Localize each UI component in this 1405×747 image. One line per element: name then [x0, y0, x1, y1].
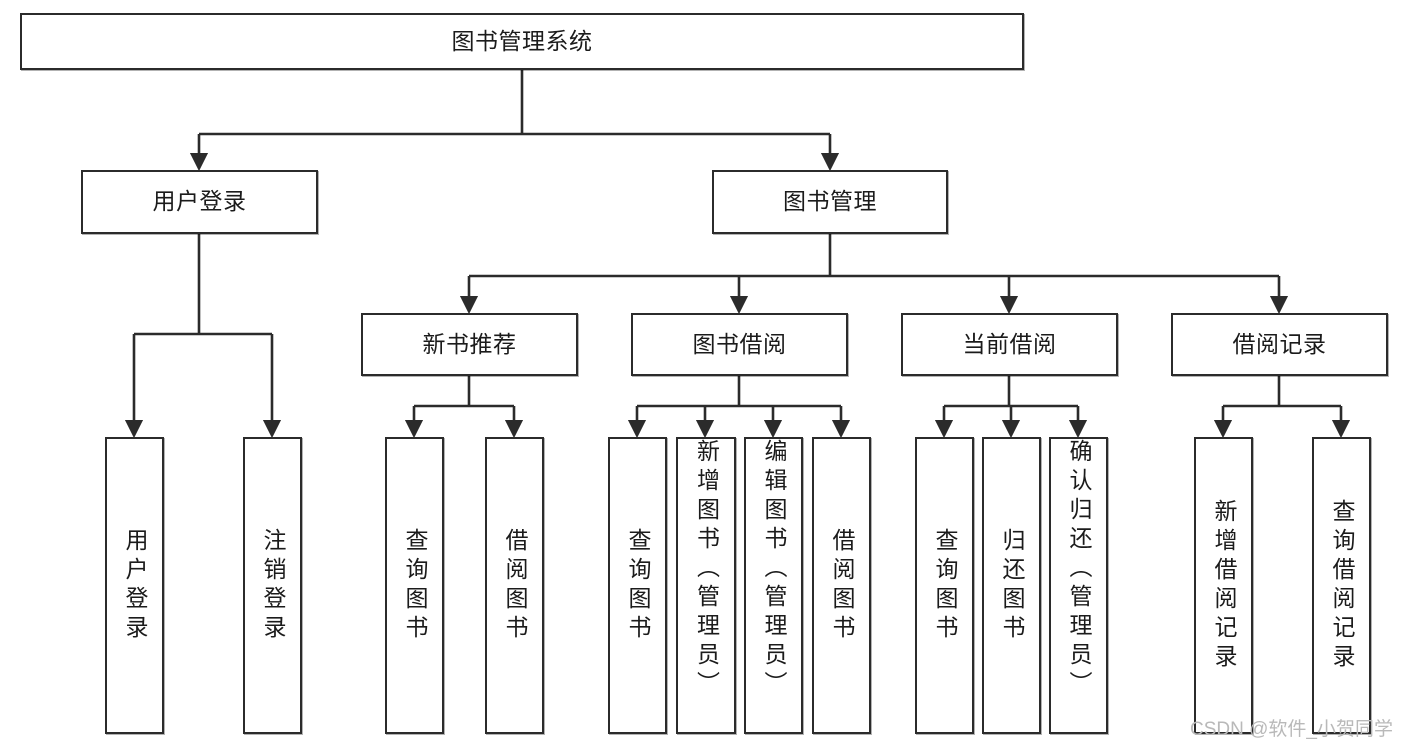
node-book-management[interactable]: 图书管理: [712, 170, 948, 234]
node-leaf-user-login-label: 用户登录: [122, 527, 148, 644]
node-leaf-query-book-3-label: 查询图书: [932, 527, 958, 644]
node-leaf-query-book-3[interactable]: 查询图书: [915, 437, 974, 734]
node-leaf-confirm-return-admin-label: 确认归还（管理员）: [1066, 439, 1092, 700]
node-leaf-add-borrow-record[interactable]: 新增借阅记录: [1194, 437, 1253, 734]
node-leaf-logout-login-label: 注销登录: [260, 527, 286, 644]
node-leaf-query-book-2[interactable]: 查询图书: [608, 437, 667, 734]
node-leaf-borrow-book-1[interactable]: 借阅图书: [485, 437, 544, 734]
node-borrow-record[interactable]: 借阅记录: [1171, 313, 1388, 376]
node-new-book-recommend-label: 新书推荐: [422, 330, 517, 357]
node-leaf-query-borrow-record[interactable]: 查询借阅记录: [1312, 437, 1371, 734]
node-leaf-return-book[interactable]: 归还图书: [982, 437, 1041, 734]
node-leaf-borrow-book-2-label: 借阅图书: [829, 527, 855, 644]
node-leaf-user-login[interactable]: 用户登录: [105, 437, 164, 734]
node-book-borrow-label: 图书借阅: [692, 330, 787, 357]
node-borrow-record-label: 借阅记录: [1232, 330, 1327, 357]
node-leaf-return-book-label: 归还图书: [999, 527, 1025, 644]
node-book-borrow[interactable]: 图书借阅: [631, 313, 848, 376]
node-new-book-recommend[interactable]: 新书推荐: [361, 313, 578, 376]
node-root-book-management-system[interactable]: 图书管理系统: [20, 13, 1024, 70]
node-root-label: 图书管理系统: [451, 27, 593, 54]
node-leaf-query-borrow-record-label: 查询借阅记录: [1329, 498, 1355, 673]
node-leaf-query-book-1-label: 查询图书: [402, 527, 428, 644]
node-leaf-add-book-admin[interactable]: 新增图书（管理员）: [676, 437, 736, 734]
node-leaf-add-book-admin-label: 新增图书（管理员）: [693, 439, 720, 700]
node-book-management-label: 图书管理: [783, 188, 877, 215]
node-user-login[interactable]: 用户登录: [81, 170, 318, 234]
node-leaf-edit-book-admin-label: 编辑图书（管理员）: [761, 439, 787, 700]
node-leaf-borrow-book-2[interactable]: 借阅图书: [812, 437, 871, 734]
node-leaf-logout-login[interactable]: 注销登录: [243, 437, 302, 734]
node-current-borrow-label: 当前借阅: [962, 330, 1057, 357]
node-current-borrow[interactable]: 当前借阅: [901, 313, 1118, 376]
node-leaf-edit-book-admin[interactable]: 编辑图书（管理员）: [744, 437, 803, 734]
node-leaf-query-book-1[interactable]: 查询图书: [385, 437, 444, 734]
node-user-login-label: 用户登录: [152, 188, 247, 215]
node-leaf-add-borrow-record-label: 新增借阅记录: [1211, 498, 1237, 673]
node-leaf-confirm-return-admin[interactable]: 确认归还（管理员）: [1049, 437, 1108, 734]
node-leaf-query-book-2-label: 查询图书: [625, 527, 651, 644]
node-leaf-borrow-book-1-label: 借阅图书: [502, 527, 528, 644]
